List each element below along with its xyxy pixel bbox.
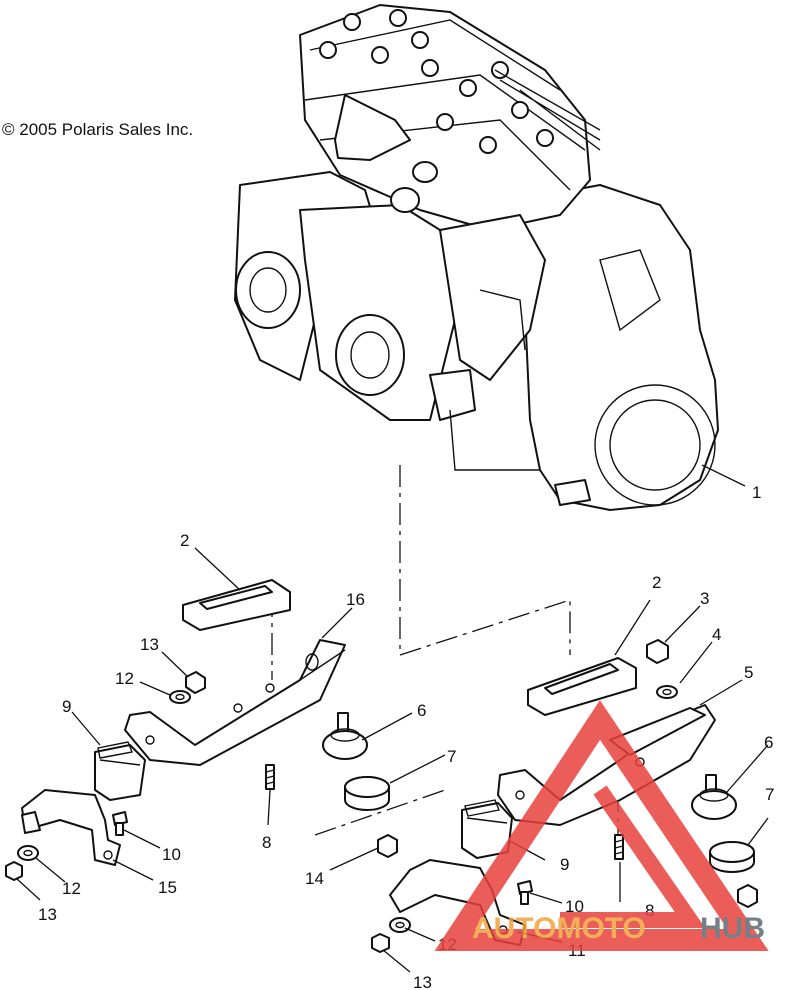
callout-12: 12 — [62, 879, 81, 898]
callout-9: 9 — [62, 697, 71, 716]
callout-6: 6 — [417, 701, 426, 720]
automotohub-watermark: AUTOMOTO HUB — [434, 700, 769, 951]
callout-16: 16 — [346, 590, 365, 609]
hex-nut-3 — [646, 639, 669, 664]
washer-12a — [169, 690, 191, 704]
callout-6: 6 — [764, 733, 773, 752]
watermark-text-hub: HUB — [700, 912, 765, 945]
callout-13: 13 — [140, 635, 159, 654]
engine-assembly — [234, 4, 719, 511]
hex-nut-13d — [737, 884, 758, 908]
slotted-plate-left — [182, 579, 291, 631]
callout-7: 7 — [447, 747, 456, 766]
leader-lines — [15, 464, 769, 973]
callout-12: 12 — [115, 669, 134, 688]
copyright-notice: © 2005 Polaris Sales Inc. — [2, 120, 194, 139]
callout-13: 13 — [413, 973, 432, 990]
watermark-triangle-logo — [434, 700, 769, 951]
callout-8: 8 — [262, 833, 271, 852]
alignment-centerline — [399, 465, 571, 656]
stud-8a — [265, 764, 275, 790]
callout-5: 5 — [744, 663, 753, 682]
pad-7b — [709, 841, 755, 873]
watermark-text-automoto: AUTOMOTO — [472, 912, 646, 945]
slotted-plate-right — [527, 657, 637, 716]
callout-10: 10 — [565, 897, 584, 916]
washer-12c — [389, 917, 411, 933]
callout-15: 15 — [158, 878, 177, 897]
callout-3: 3 — [700, 589, 709, 608]
washer-12b — [17, 845, 39, 861]
callout-1: 1 — [752, 483, 761, 502]
hex-nut-13b — [5, 861, 23, 881]
isolator-6a — [322, 712, 368, 760]
support-bracket-15 — [21, 789, 121, 866]
rubber-damper-9a — [94, 741, 146, 801]
pad-7a — [344, 776, 390, 811]
hex-nut-13c — [371, 933, 390, 953]
callout-14: 14 — [305, 869, 324, 888]
callout-2: 2 — [652, 573, 661, 592]
callout-7: 7 — [765, 785, 774, 804]
mount-bracket-left — [124, 639, 346, 766]
callout-9: 9 — [560, 855, 569, 874]
callout-2: 2 — [180, 531, 189, 550]
callout-13: 13 — [38, 905, 57, 924]
stud-8b — [614, 834, 624, 860]
alignment-line-3 — [314, 789, 446, 836]
callout-4: 4 — [712, 625, 721, 644]
watermark-triangle-inner — [560, 785, 706, 928]
callout-8: 8 — [645, 901, 654, 920]
bolt-10b — [517, 880, 533, 905]
isolator-6b — [691, 774, 737, 820]
bolt-10a — [112, 811, 128, 836]
callout-labels: 1 2 16 2 3 4 5 13 12 9 6 7 6 7 8 8 10 12… — [38, 483, 774, 990]
callout-10: 10 — [162, 845, 181, 864]
washer-4 — [656, 685, 678, 699]
hex-nut-14 — [377, 834, 398, 858]
hex-nut-13a — [185, 671, 206, 694]
